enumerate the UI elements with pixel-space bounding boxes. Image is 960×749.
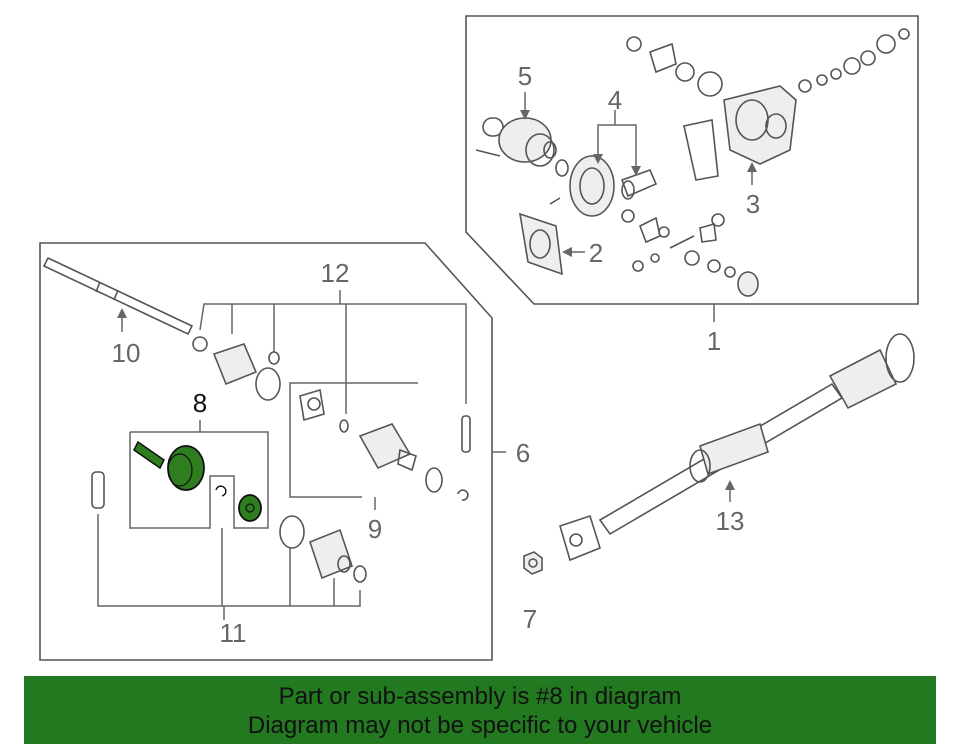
part-3-carrier-housing <box>626 28 910 181</box>
part-5-differential-case <box>475 117 569 205</box>
part-13-propeller-shaft <box>559 333 915 562</box>
part-8-bracket <box>129 431 269 529</box>
callout-3: 3 <box>746 189 760 219</box>
part-2-cover-plate <box>518 209 759 297</box>
half-shaft-panel <box>39 242 493 661</box>
callout-9: 9 <box>368 514 382 544</box>
banner-line-2: Diagram may not be specific to your vehi… <box>247 712 713 739</box>
callout-8: 8 <box>193 388 207 418</box>
differential-panel <box>465 15 919 305</box>
part-7-nut <box>523 551 543 575</box>
callout-2: 2 <box>589 238 603 268</box>
part-4-ring-and-pinion <box>569 155 658 217</box>
part-9-inner-joint <box>299 388 469 501</box>
callout-12: 12 <box>321 258 350 288</box>
callout-1: 1 <box>707 326 721 356</box>
part-12-boot-kit <box>192 336 471 453</box>
callout-13: 13 <box>716 506 745 536</box>
callout-10: 10 <box>112 338 141 368</box>
parts-diagram: 1 2 3 4 5 6 7 8 9 10 11 12 13 <box>39 15 919 661</box>
info-banner: Part or sub-assembly is #8 in diagram Di… <box>24 676 936 744</box>
callout-11: 11 <box>220 618 247 648</box>
callout-4: 4 <box>608 85 622 115</box>
banner-line-1: Part or sub-assembly is #8 in diagram <box>278 683 682 710</box>
callout-7: 7 <box>523 604 537 634</box>
callout-6: 6 <box>516 438 530 468</box>
part-11-outer-boot-kit <box>91 471 367 583</box>
part-10-axle-shaft <box>42 256 194 336</box>
part-8-cv-joint-assembly <box>133 440 262 522</box>
callout-5: 5 <box>518 61 532 91</box>
